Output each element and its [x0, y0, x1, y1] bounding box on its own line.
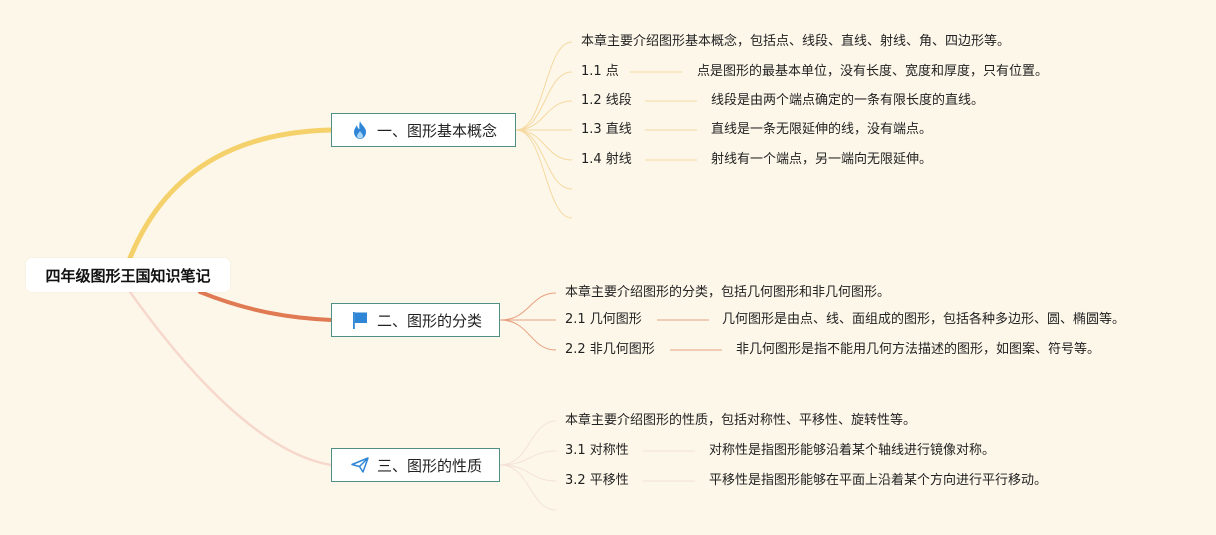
branch-1-item-1-desc: 点是图形的最基本单位，没有长度、宽度和厚度，只有位置。	[697, 64, 1049, 79]
flag-icon	[350, 310, 370, 330]
branch-1-intro: 本章主要介绍图形基本概念，包括点、线段、直线、射线、角、四边形等。	[581, 34, 1011, 49]
branch-3[interactable]: 三、图形的性质	[331, 448, 500, 482]
branch-1[interactable]: 一、图形基本概念	[331, 113, 516, 147]
branch-1-item-2-desc: 线段是由两个端点确定的一条有限长度的直线。	[711, 93, 985, 108]
branch-1-item-3-desc: 直线是一条无限延伸的线，没有端点。	[711, 122, 933, 137]
flame-icon	[350, 120, 370, 140]
branch-1-item-4-label[interactable]: 1.4 射线	[581, 152, 632, 167]
branch-1-item-1-label[interactable]: 1.1 点	[581, 64, 619, 79]
branch-1-item-3-label[interactable]: 1.3 直线	[581, 122, 632, 137]
branch-3-item-1-label[interactable]: 3.1 对称性	[565, 443, 629, 458]
branch-1-item-4-desc: 射线有一个端点，另一端向无限延伸。	[711, 152, 933, 167]
branch-3-item-2-label[interactable]: 3.2 平移性	[565, 473, 629, 488]
root-link-branch-1	[127, 127, 334, 261]
branch-1-label: 一、图形基本概念	[377, 121, 498, 140]
branch-2-item-1-desc: 几何图形是由点、线、面组成的图形，包括各种多边形、圆、椭圆等。	[722, 312, 1126, 327]
branch-2-item-2-label[interactable]: 2.2 非几何图形	[565, 342, 655, 357]
branch-2-label: 二、图形的分类	[377, 311, 483, 330]
branch-3-item-1-desc: 对称性是指图形能够沿着某个轴线进行镜像对称。	[709, 443, 996, 458]
paper-plane-icon	[350, 455, 370, 475]
root-link-branch-2	[198, 290, 333, 322]
branch-3-label: 三、图形的性质	[377, 456, 483, 475]
branch-2[interactable]: 二、图形的分类	[331, 303, 500, 337]
branch-3-item-2-desc: 平移性是指图形能够在平面上沿着某个方向进行平行移动。	[709, 473, 1048, 488]
root-topic[interactable]: 四年级图形王国知识笔记	[26, 258, 230, 292]
branch-2-intro: 本章主要介绍图形的分类，包括几何图形和非几何图形。	[565, 285, 891, 300]
branch-2-item-1-label[interactable]: 2.1 几何图形	[565, 312, 642, 327]
root-link-branch-3	[128, 290, 333, 467]
branch-3-intro: 本章主要介绍图形的性质，包括对称性、平移性、旋转性等。	[565, 413, 917, 428]
root-topic-label: 四年级图形王国知识笔记	[45, 266, 211, 285]
branch-2-item-2-desc: 非几何图形是指不能用几何方法描述的图形，如图案、符号等。	[736, 342, 1101, 357]
branch-1-item-2-label[interactable]: 1.2 线段	[581, 93, 632, 108]
